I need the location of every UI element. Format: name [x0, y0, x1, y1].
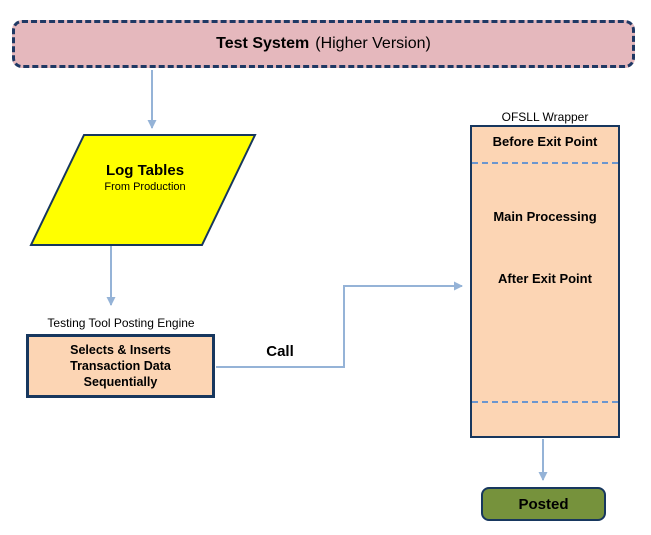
ofsll-wrapper-node: Before Exit Point Main Processing After …: [470, 125, 620, 438]
posting-engine-node: Selects & Inserts Transaction Data Seque…: [26, 334, 215, 398]
posted-node: Posted: [481, 487, 606, 521]
log-tables-title: Log Tables: [105, 162, 185, 179]
log-tables-parallelogram: [29, 134, 257, 246]
arrow-call-engine-to-wrapper: [216, 281, 463, 368]
test-system-subtitle: (Higher Version): [315, 35, 431, 52]
ofsll-wrapper-caption: OFSLL Wrapper: [501, 110, 589, 124]
wrapper-after-exit-label: After Exit Point: [498, 271, 592, 286]
posting-engine-line-1: Selects & Inserts: [70, 342, 171, 357]
log-tables-node-text: Log Tables From Production: [60, 162, 230, 193]
wrapper-main-processing-label: Main Processing: [493, 209, 597, 224]
call-edge-label: Call: [266, 343, 294, 360]
posting-engine-line-2: Transaction Data: [70, 358, 171, 373]
wrapper-before-exit-label: Before Exit Point: [492, 134, 598, 149]
test-system-title: Test System: [216, 35, 310, 52]
posted-label: Posted: [518, 495, 569, 513]
log-tables-subtitle: From Production: [104, 181, 186, 193]
posting-engine-line-3: Sequentially: [83, 375, 158, 390]
test-system-node: Test System (Higher Version): [12, 20, 635, 68]
wrapper-divider-2: [472, 401, 618, 403]
wrapper-divider-1: [472, 162, 618, 164]
posting-engine-caption: Testing Tool Posting Engine: [47, 316, 195, 330]
